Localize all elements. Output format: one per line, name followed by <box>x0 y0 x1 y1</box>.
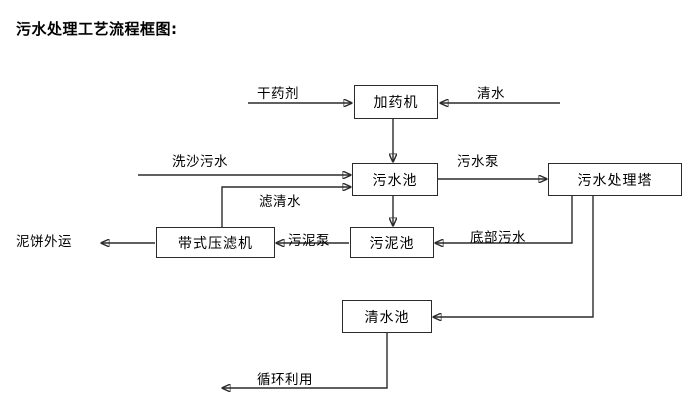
edge-label-bottom-sewage: 底部污水 <box>470 230 526 246</box>
edge-label-mud-cake-out: 泥饼外运 <box>16 234 72 250</box>
node-sludge-pool[interactable]: 污泥池 <box>350 227 434 258</box>
node-label: 带式压滤机 <box>178 235 253 252</box>
node-label: 污泥池 <box>369 235 415 252</box>
node-label: 加药机 <box>373 95 419 111</box>
edge-treatment-tower-to-clear-water-pool <box>433 196 594 317</box>
edge-label-filtered-water: 滤清水 <box>259 194 301 210</box>
edge-label-clean-water-in: 清水 <box>477 86 505 102</box>
node-sewage-pool[interactable]: 污水池 <box>352 163 438 196</box>
edge-label-sewage-pump: 污水泵 <box>457 154 499 170</box>
node-dosing-machine[interactable]: 加药机 <box>354 85 438 119</box>
page-title: 污水处理工艺流程框图: <box>16 20 178 38</box>
node-clear-water-pool[interactable]: 清水池 <box>342 300 432 333</box>
node-label: 污水池 <box>372 172 418 189</box>
node-treatment-tower[interactable]: 污水处理塔 <box>548 163 682 196</box>
edge-label-sludge-pump: 污泥泵 <box>288 233 330 249</box>
edge-label-sand-wash-sewage: 洗沙污水 <box>172 154 228 170</box>
edge-label-recycle-reuse: 循环利用 <box>257 372 313 388</box>
node-label: 清水池 <box>364 309 410 326</box>
edge-label-dry-chemical: 干药剂 <box>257 86 299 102</box>
node-belt-filter-press[interactable]: 带式压滤机 <box>156 227 275 258</box>
node-label: 污水处理塔 <box>577 172 653 189</box>
